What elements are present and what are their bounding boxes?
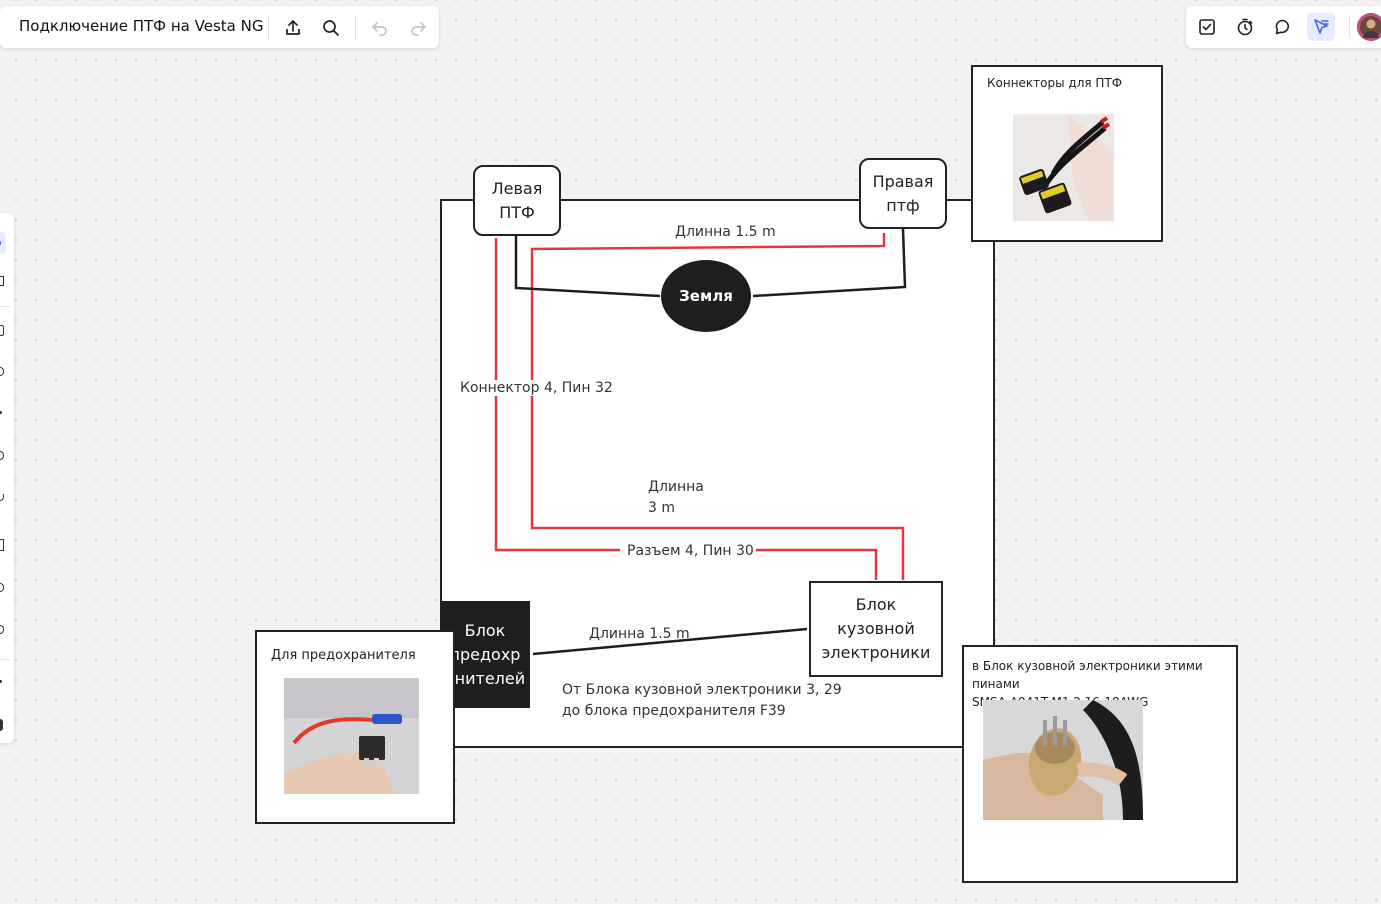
wire-power[interactable] [532, 627, 808, 656]
socket-pin-label[interactable]: Разъем 4, Пин 30 [625, 543, 756, 559]
upload-tool-icon[interactable] [0, 625, 5, 634]
length-top-label[interactable]: Длинна 1.5 m [675, 224, 776, 240]
pins-photo [983, 700, 1143, 820]
left-fog-lamp-node[interactable]: Левая ПТФ [473, 165, 561, 236]
fuse-card-caption: Для предохранителя [271, 648, 416, 663]
connector-pin-label[interactable]: Коннектор 4, Пин 32 [460, 380, 613, 396]
connectors-photo [1013, 114, 1114, 221]
right-fog-lamp-node[interactable]: Правая птф [859, 158, 947, 229]
left-tools-toolbar [0, 213, 14, 743]
comment-tool-icon[interactable] [0, 538, 5, 551]
sticky-note-icon[interactable] [0, 325, 5, 336]
connectors-card-caption: Коннекторы для ПТФ [987, 76, 1123, 90]
length-mid-label[interactable]: Длинна 3 m [648, 479, 704, 516]
connectors-card[interactable]: Коннекторы для ПТФ [971, 65, 1163, 242]
wire-ground-left[interactable] [514, 236, 661, 298]
avatar[interactable] [1357, 13, 1381, 41]
export-icon[interactable] [280, 15, 306, 41]
wire-red-outer-b[interactable] [752, 548, 878, 580]
reactions-icon[interactable] [1307, 13, 1335, 41]
pen-tool-icon[interactable] [0, 493, 5, 502]
length-bottom-label[interactable]: Длинна 1.5 m [589, 626, 690, 642]
emoji-tool-icon[interactable] [0, 583, 5, 592]
fuse-photo [284, 678, 419, 794]
wire-red-outer[interactable] [494, 238, 620, 552]
toolbar-divider [268, 16, 269, 40]
fuse-card[interactable]: Для предохранителя [255, 630, 455, 824]
more-apps-icon[interactable] [0, 677, 5, 686]
connector-tool-icon[interactable] [0, 451, 5, 460]
toolbar-divider [355, 16, 356, 40]
body-electronics-label: Блок кузовной электроники [821, 595, 931, 662]
right-fog-lamp-label: Правая птф [872, 171, 934, 215]
timer-icon[interactable] [1231, 13, 1259, 41]
task-icon[interactable] [1193, 13, 1221, 41]
text-tool-icon[interactable] [0, 367, 5, 376]
wire-ground-right[interactable] [752, 228, 907, 298]
from-to-label[interactable]: От Блока кузовной электроники 3, 29 до б… [562, 682, 842, 719]
redo-icon[interactable] [405, 15, 431, 41]
collaboration-toolbar [1186, 6, 1381, 48]
toolbar-divider [0, 659, 10, 660]
fuse-block-label: Блок предохр анителей [444, 620, 526, 688]
comment-icon[interactable] [1269, 13, 1297, 41]
ground-node[interactable]: Земля [661, 260, 751, 332]
toolbar-divider [1349, 16, 1350, 38]
left-fog-lamp-label: Левая ПТФ [491, 178, 543, 222]
board-title[interactable]: Подключение ПТФ на Vesta NG [19, 17, 264, 35]
pins-card[interactable]: в Блок кузовной электроники этими пинами… [962, 645, 1238, 883]
board-header: Подключение ПТФ на Vesta NG [0, 6, 439, 48]
fuse-block-node[interactable]: Блок предохр анителей [440, 601, 530, 708]
toolbar-divider [0, 306, 10, 307]
select-tool-icon[interactable] [0, 232, 6, 254]
shape-tool-icon[interactable] [0, 408, 5, 417]
undo-icon[interactable] [367, 15, 393, 41]
create-icon[interactable] [0, 718, 5, 731]
frame-tool-icon[interactable] [0, 275, 5, 286]
search-icon[interactable] [318, 15, 344, 41]
ground-label: Земля [679, 287, 733, 305]
body-electronics-node[interactable]: Блок кузовной электроники [809, 581, 943, 677]
